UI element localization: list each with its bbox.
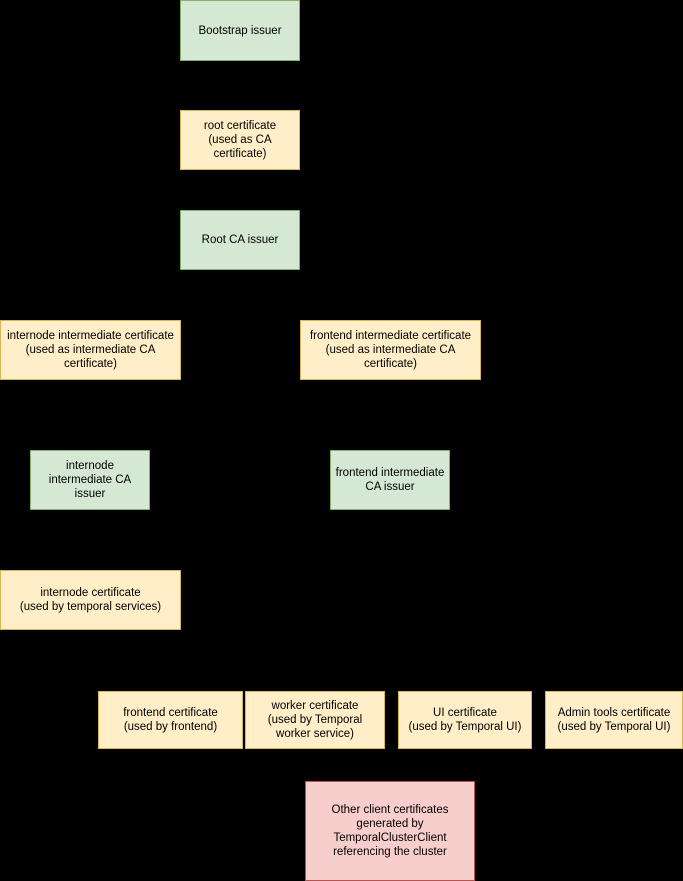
edge-root-ca-issuer-to-internode-intermediate-certificate-seg2 xyxy=(91,295,240,296)
edge-internode-intermediate-certificate-to-internode-intermediate-ca-issuer-arrowhead xyxy=(86,444,94,450)
node-admin-tools-certificate: Admin tools certificate (used by Tempora… xyxy=(545,691,683,749)
node-internode-intermediate-ca-issuer: internode intermediate CA issuer xyxy=(30,450,150,510)
node-ui-certificate: UI certificate (used by Temporal UI) xyxy=(398,691,532,749)
node-root-ca-issuer: Root CA issuer xyxy=(180,210,300,270)
edge-frontend-intermediate-ca-issuer-to-worker-certificate-seg3 xyxy=(315,600,316,691)
edge-frontend-intermediate-ca-issuer-to-ui-certificate-seg3 xyxy=(465,600,466,691)
node-frontend-certificate: frontend certificate (used by frontend) xyxy=(98,691,243,749)
edge-root-ca-issuer-to-frontend-intermediate-certificate-seg1 xyxy=(240,270,241,295)
node-label: frontend certificate (used by frontend) xyxy=(123,707,218,733)
node-other-client-certificates: Other client certificates generated by T… xyxy=(305,781,475,881)
edge-bootstrap-issuer-to-root-certificate xyxy=(240,61,241,110)
node-label: Root CA issuer xyxy=(201,234,279,246)
node-internode-intermediate-certificate: internode intermediate certificate (used… xyxy=(0,320,181,380)
edge-frontend-intermediate-ca-issuer-to-frontend-certificate-seg3 xyxy=(171,600,172,691)
edge-root-certificate-to-root-ca-issuer xyxy=(240,170,241,210)
edge-frontend-intermediate-ca-issuer-to-worker-certificate-seg2 xyxy=(315,601,390,602)
node-label: internode intermediate CA issuer xyxy=(48,460,132,500)
edge-internode-intermediate-ca-issuer-to-internode-certificate xyxy=(91,510,92,570)
node-root-certificate: root certificate (used as CA certificate… xyxy=(180,110,300,170)
edge-frontend-intermediate-ca-issuer-to-frontend-certificate-arrowhead xyxy=(167,685,175,691)
edge-frontend-intermediate-ca-issuer-to-other-client-certificates xyxy=(390,510,391,781)
node-label: UI certificate (used by Temporal UI) xyxy=(408,707,522,733)
node-label: Other client certificates generated by T… xyxy=(331,804,449,858)
node-label: frontend intermediate certificate (used … xyxy=(309,330,472,370)
edge-root-ca-issuer-to-frontend-intermediate-certificate-arrowhead xyxy=(387,314,395,320)
node-label: worker certificate (used by Temporal wor… xyxy=(267,700,363,740)
node-worker-certificate: worker certificate (used by Temporal wor… xyxy=(245,691,385,749)
node-label: Admin tools certificate (used by Tempora… xyxy=(557,707,671,733)
node-label: Bootstrap issuer xyxy=(198,24,282,37)
edge-bootstrap-issuer-to-root-certificate-arrowhead xyxy=(236,104,244,110)
node-frontend-intermediate-certificate: frontend intermediate certificate (used … xyxy=(300,320,481,380)
node-label: internode intermediate certificate (used… xyxy=(7,330,174,370)
edge-frontend-intermediate-ca-issuer-to-other-client-certificates-arrowhead xyxy=(386,775,394,781)
node-frontend-intermediate-ca-issuer: frontend intermediate CA issuer xyxy=(330,450,450,510)
edge-frontend-intermediate-ca-issuer-to-ui-certificate-arrowhead xyxy=(461,685,469,691)
edge-frontend-intermediate-certificate-to-frontend-intermediate-ca-issuer xyxy=(390,380,391,450)
edge-root-certificate-to-root-ca-issuer-arrowhead xyxy=(236,204,244,210)
edge-root-ca-issuer-to-internode-intermediate-certificate-arrowhead xyxy=(87,314,95,320)
edge-root-ca-issuer-to-internode-intermediate-certificate-seg3 xyxy=(91,295,92,320)
node-label: root certificate (used as CA certificate… xyxy=(203,120,277,160)
edge-frontend-intermediate-ca-issuer-to-worker-certificate-arrowhead xyxy=(311,685,319,691)
node-label: frontend intermediate CA issuer xyxy=(335,467,445,493)
edge-frontend-intermediate-ca-issuer-to-admin-tools-certificate-seg3 xyxy=(614,600,615,691)
node-bootstrap-issuer: Bootstrap issuer xyxy=(180,0,300,61)
edge-frontend-intermediate-ca-issuer-to-frontend-certificate-seg2 xyxy=(171,601,390,602)
node-internode-certificate: internode certificate (used by temporal … xyxy=(0,570,181,630)
edge-internode-intermediate-certificate-to-internode-intermediate-ca-issuer xyxy=(90,380,91,450)
edge-root-ca-issuer-to-frontend-intermediate-certificate-seg3 xyxy=(391,295,392,320)
edge-frontend-intermediate-ca-issuer-to-admin-tools-certificate-seg2 xyxy=(390,601,614,602)
edge-root-ca-issuer-to-frontend-intermediate-certificate-seg2 xyxy=(240,295,391,296)
edge-internode-intermediate-ca-issuer-to-internode-certificate-arrowhead xyxy=(87,564,95,570)
edge-frontend-intermediate-certificate-to-frontend-intermediate-ca-issuer-arrowhead xyxy=(386,444,394,450)
edge-frontend-intermediate-ca-issuer-to-admin-tools-certificate-arrowhead xyxy=(610,685,618,691)
node-label: internode certificate (used by temporal … xyxy=(19,587,162,613)
